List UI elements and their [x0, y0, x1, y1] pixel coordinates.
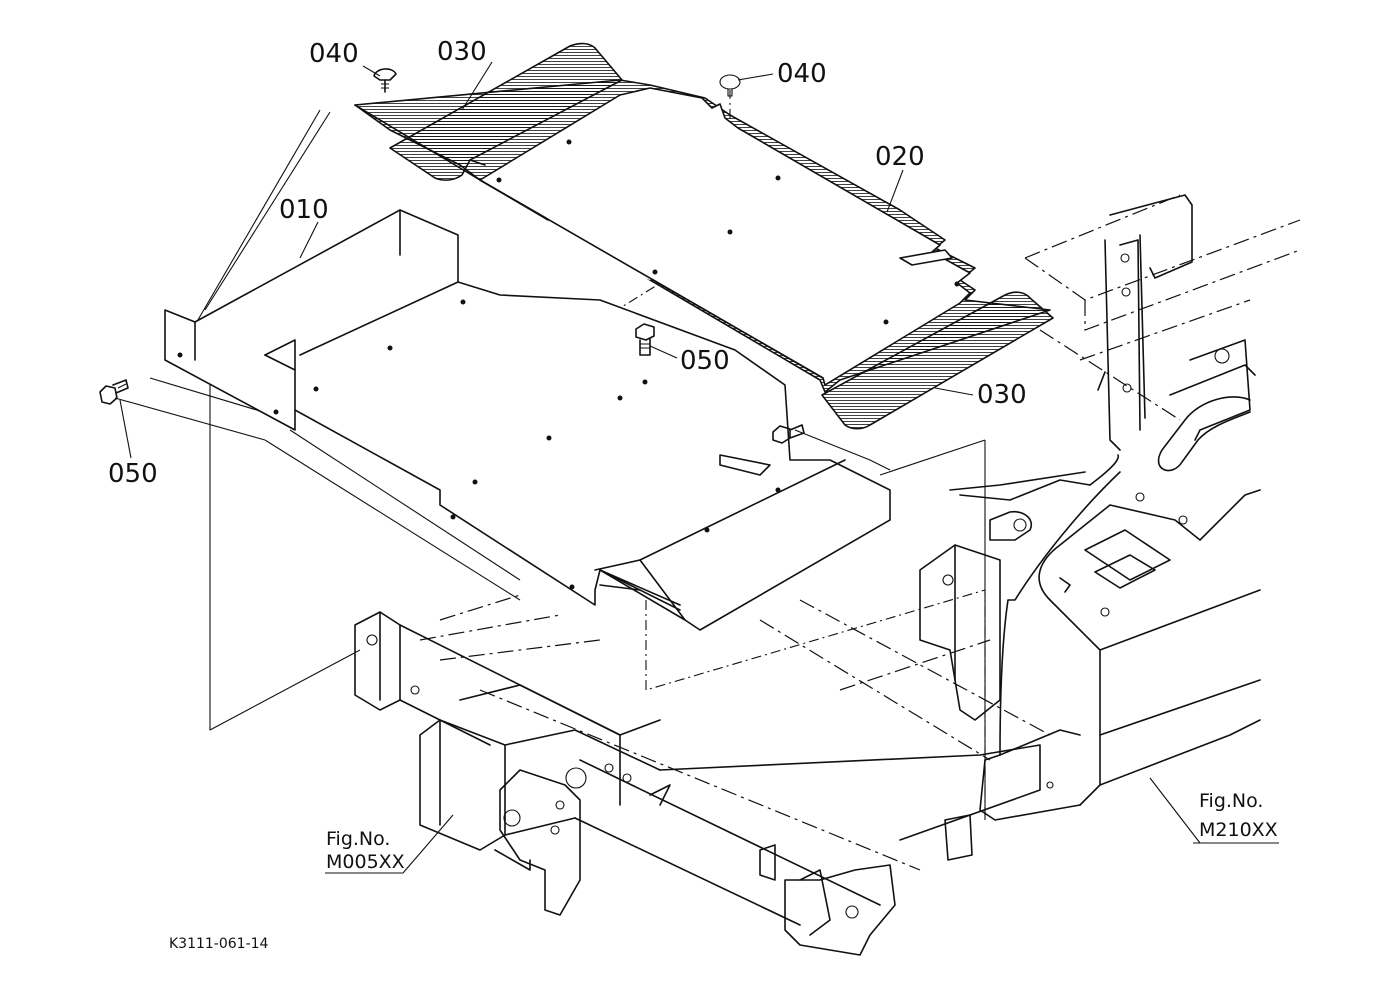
- label-030-bottom: 030: [977, 380, 1027, 410]
- leader-lines: [119, 61, 1279, 874]
- main-frame: [354, 594, 1054, 956]
- label-030-top: 030: [437, 37, 487, 67]
- part-040-clip-right[interactable]: [719, 74, 741, 97]
- fig-ref-right-code: M210XX: [1199, 819, 1278, 841]
- label-020: 020: [875, 142, 925, 172]
- part-010-cover[interactable]: [164, 209, 891, 631]
- part-labels: 040 030 040 020 010 050 030 050: [108, 37, 1027, 489]
- fig-ref-left-code: M005XX: [326, 851, 405, 873]
- label-040-right: 040: [777, 59, 827, 89]
- drawing-code: K3111-061-14: [169, 936, 269, 952]
- part-030-tread-top[interactable]: [389, 42, 623, 181]
- figure-references: Fig.No. M005XX Fig.No. M210XX: [326, 790, 1278, 873]
- label-010: 010: [279, 195, 329, 225]
- label-050-left: 050: [108, 459, 158, 489]
- label-050-center: 050: [680, 346, 730, 376]
- fig-ref-right-title: Fig.No.: [1199, 790, 1263, 812]
- tractor-frame: [1024, 194, 1301, 451]
- seat-support-bracket: [919, 454, 1119, 721]
- part-020-floor-mat[interactable]: [354, 79, 1051, 393]
- fender-cover: [979, 396, 1261, 821]
- fig-ref-left-title: Fig.No.: [326, 828, 390, 850]
- part-030-tread-bottom[interactable]: [821, 291, 1054, 430]
- label-040-left: 040: [309, 39, 359, 69]
- part-040-clip-left[interactable]: [373, 68, 397, 93]
- bolt-extra: [772, 424, 805, 444]
- part-050-bolt-left[interactable]: [99, 379, 129, 405]
